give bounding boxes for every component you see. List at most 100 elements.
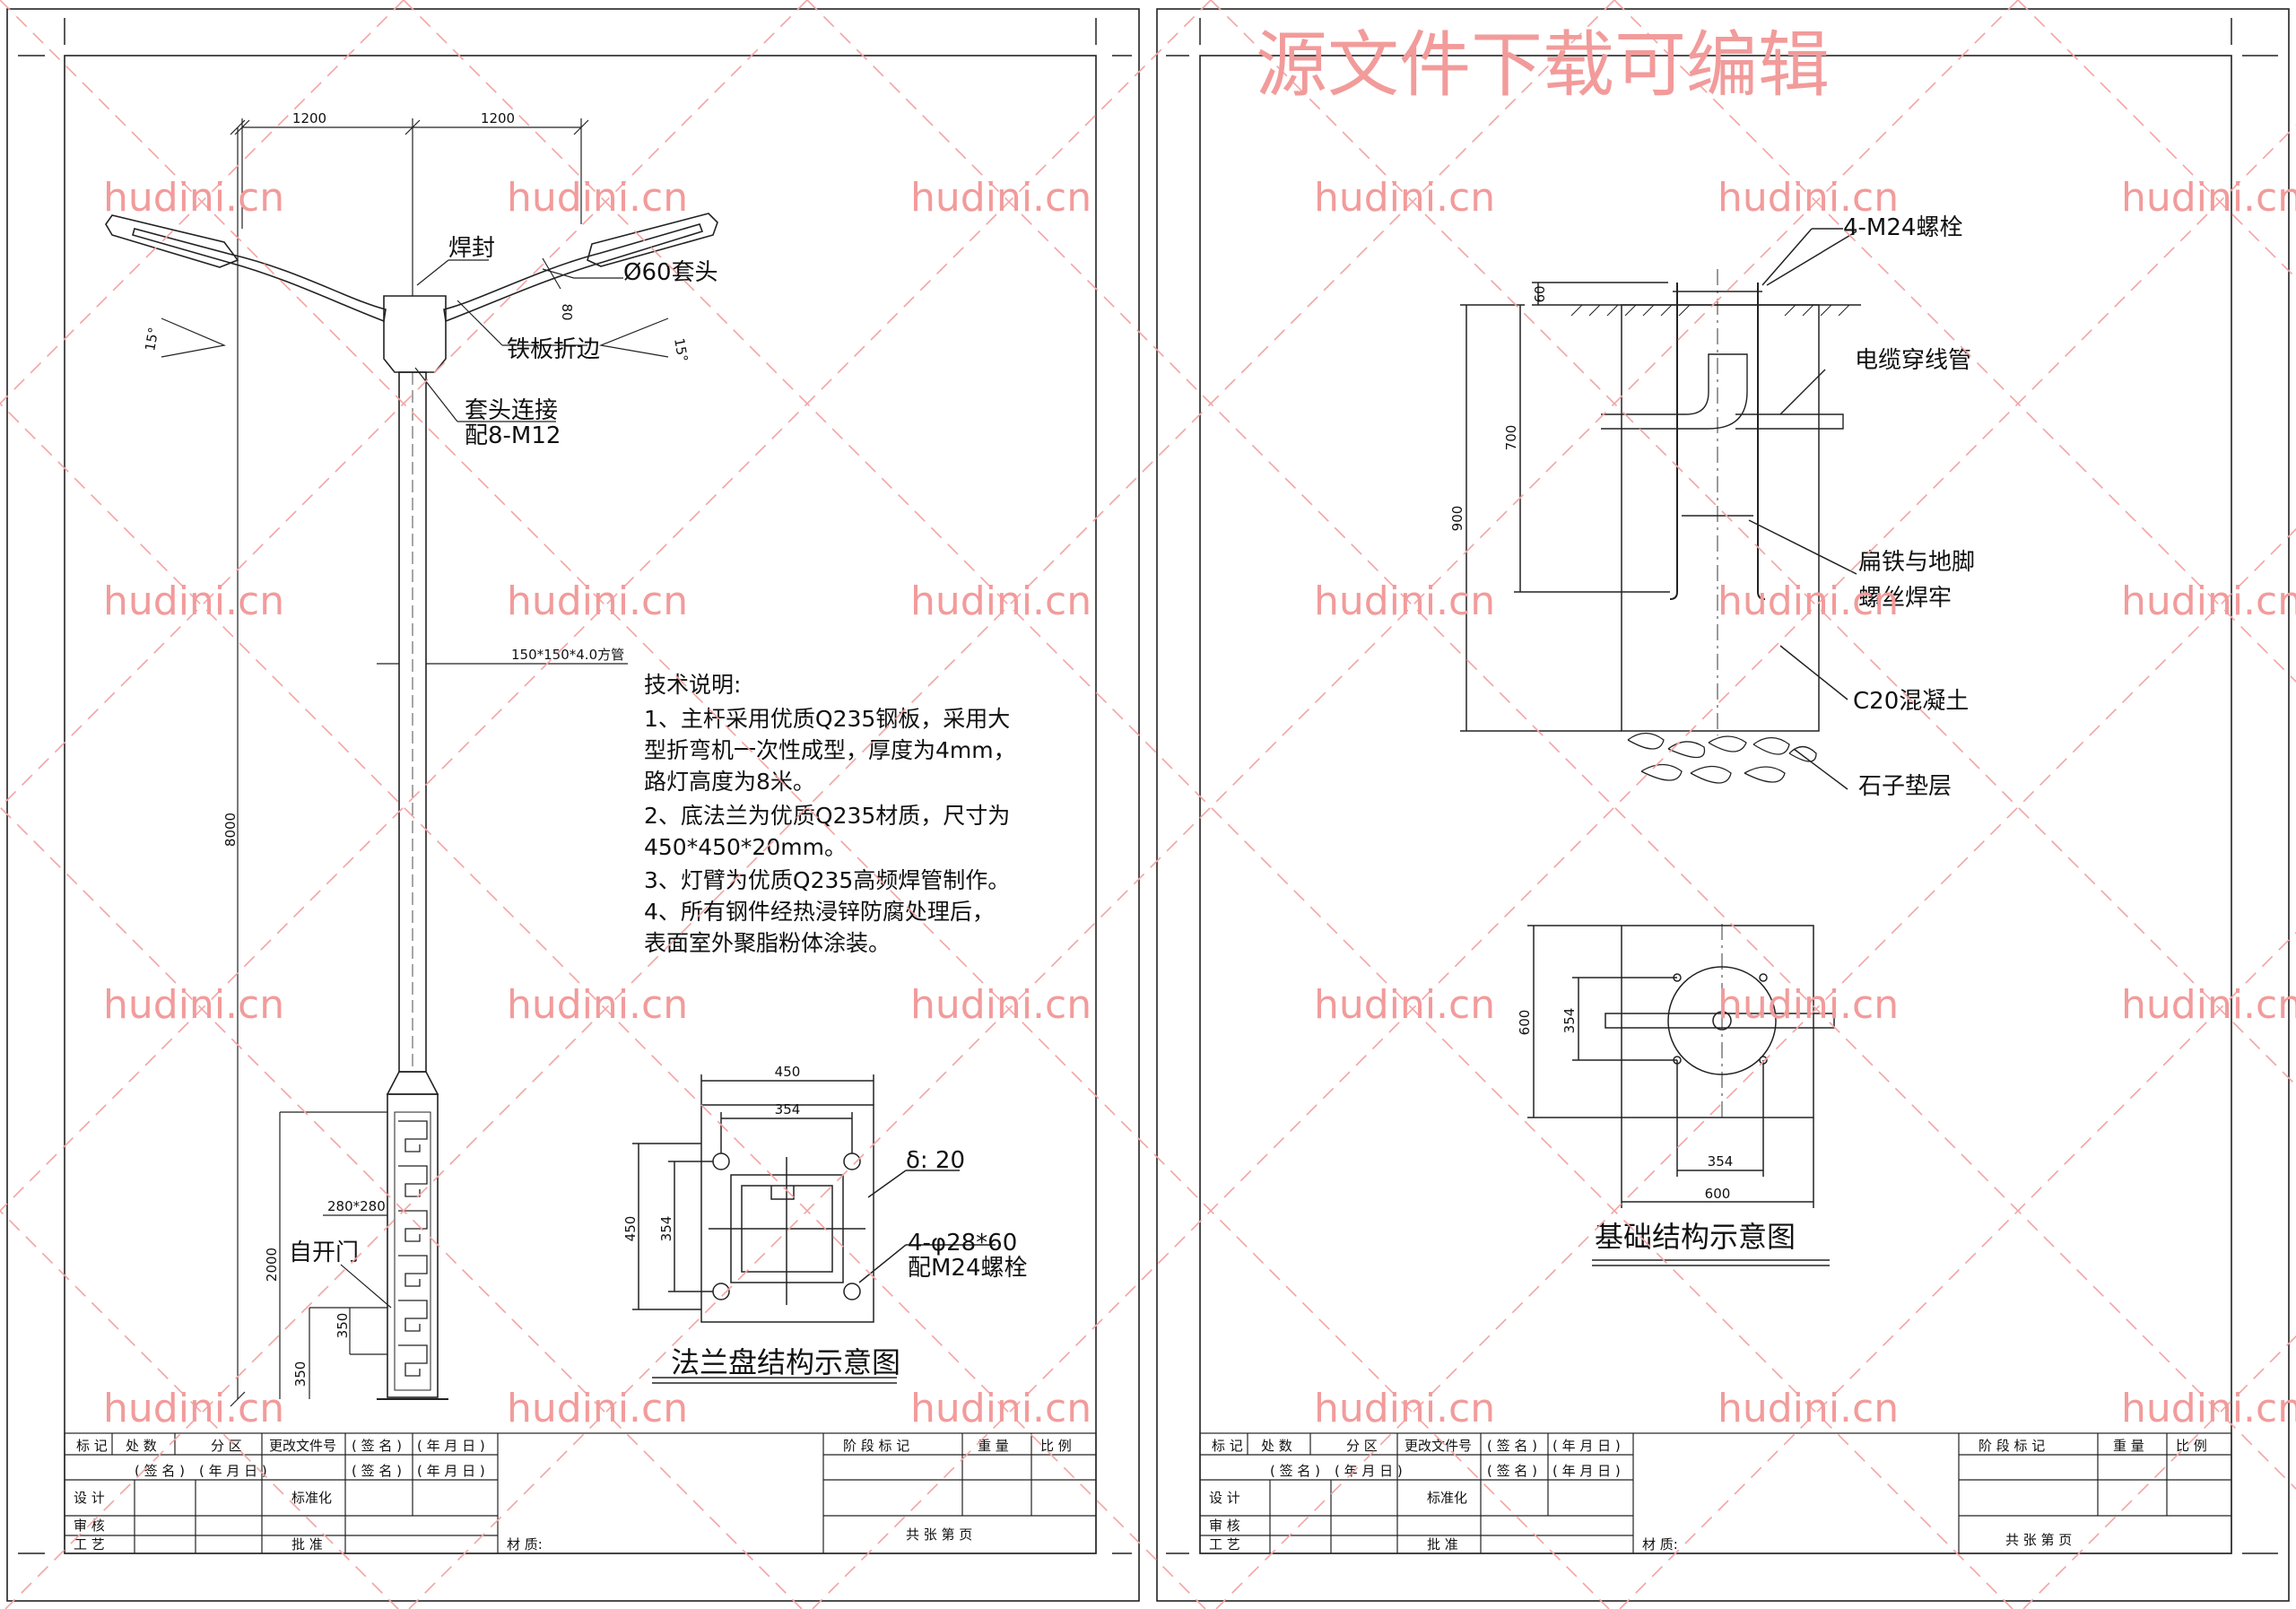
watermark-text: hudini.cn (910, 175, 1091, 221)
foundation-plan (1527, 924, 1835, 1266)
flange-hole (843, 1283, 861, 1300)
tb-count: 处 数 (126, 1438, 157, 1454)
dim-plan-h: 600 (1517, 1010, 1533, 1036)
flange-plate-diagram (632, 1074, 996, 1384)
label-weld: 焊封 (448, 235, 495, 262)
dim-door-offset: 350 (292, 1361, 309, 1387)
tb-zone: 分 区 (211, 1438, 242, 1454)
flange-labels: 450 354 450 354 δ: 20 4-φ28*60 配M24螺栓 法兰… (622, 1064, 1028, 1379)
tb-process: 工 艺 (1209, 1536, 1240, 1552)
watermark-line (2022, 1335, 2296, 1609)
tb-mark: 标 记 (76, 1438, 108, 1454)
dim-pole-height: 8000 (222, 813, 239, 847)
label-bolts: 配8-M12 (465, 422, 561, 449)
dim-plan-inner-h: 354 (1561, 1008, 1578, 1034)
tb-date: ( 年 月 日 ) (417, 1438, 485, 1454)
foundation-section (1460, 228, 1861, 790)
tb-sign: ( 签 名 ) (1487, 1463, 1537, 1479)
watermark-text: hudini.cn (1314, 175, 1495, 221)
pole-labels: 1200 1200 8000 2000 350 350 80 150*150*4… (142, 110, 718, 1387)
watermark-text: hudini.cn (1718, 578, 1899, 624)
tech-note-line: 450*450*20mm。 (644, 834, 847, 860)
foundation-labels: 60 700 900 4-M24螺栓 电缆穿线管 扁铁与地脚 螺丝焊牢 C20混… (1449, 214, 1975, 800)
tb-change-doc: 更改文件号 (269, 1438, 336, 1454)
tb-scale: 比 例 (2176, 1438, 2207, 1454)
dim-base-height: 2000 (264, 1248, 280, 1282)
tb-weight: 重 量 (978, 1438, 1009, 1454)
left-arm (132, 228, 387, 323)
watermark-line (408, 0, 2019, 1609)
plan-labels: 600 354 354 600 基础结构示意图 (1517, 1008, 1796, 1254)
watermark-line (0, 402, 1206, 1609)
flange-holes: 4-φ28*60 (908, 1230, 1017, 1257)
flange-holes-bolt: 配M24螺栓 (908, 1255, 1028, 1282)
label-weld-line2: 螺丝焊牢 (1858, 585, 1952, 612)
dim-arm-right: 1200 (481, 110, 515, 126)
pole-dimension-lines (161, 118, 669, 1407)
tech-note-line: 3、灯臂为优质Q235高频焊管制作。 (644, 867, 1010, 893)
watermark-text: hudini.cn (910, 1386, 1091, 1431)
right-sheet-outer-frame (1156, 8, 2290, 1602)
tb-design: 设 计 (74, 1490, 105, 1506)
tech-note-line: 4、所有钢件经热浸锌防腐处理后， (644, 899, 995, 925)
arm-junction (383, 295, 447, 373)
flange-dim-inner-h: 354 (658, 1216, 674, 1242)
tb-sign: ( 签 名 ) (1487, 1438, 1537, 1454)
tb-count: 处 数 (1261, 1438, 1292, 1454)
watermark-line (1613, 0, 2296, 683)
tech-note-line: 路灯高度为8米。 (644, 769, 815, 795)
watermark-text: hudini.cn (507, 578, 688, 624)
dim-square-tube: 150*150*4.0方管 (511, 647, 624, 663)
dim-top: 60 (1532, 285, 1548, 302)
tb-standardize: 标准化 (291, 1490, 332, 1506)
tb-approve: 批 准 (291, 1536, 323, 1552)
dim-door-height: 350 (335, 1313, 351, 1339)
tb-process: 工 艺 (74, 1536, 105, 1552)
tb-date: ( 年 月 日 ) (417, 1463, 485, 1479)
dim-arm-left: 1200 (292, 110, 326, 126)
title-block-right (1199, 1432, 2232, 1554)
angle-right: 15° (671, 337, 691, 363)
watermark-text: hudini.cn (2121, 1386, 2296, 1431)
watermark-texts: hudini.cn hudini.cn hudini.cn hudini.cn hudi… (103, 175, 2296, 1431)
label-sleeve-connect: 套头连接 (465, 397, 558, 424)
watermark-text: hudini.cn (507, 175, 688, 221)
watermark-text: hudini.cn (507, 1386, 688, 1431)
corner-marks (18, 18, 2278, 1554)
tb-standardize: 标准化 (1427, 1490, 1467, 1506)
pole-transition (386, 1071, 439, 1095)
tb-sheet: 共 张 第 页 (906, 1526, 972, 1543)
watermark-text: hudini.cn (2121, 578, 2296, 624)
tb-stage-mark: 阶 段 标 记 (1979, 1438, 2045, 1454)
tech-notes: 技术说明: 1、主杆采用优质Q235钢板，采用大 型折弯机一次性成型，厚度为4m… (644, 672, 1016, 956)
right-arm (443, 223, 704, 323)
flange-dim-inner-w: 354 (775, 1101, 801, 1118)
watermark-line (812, 124, 2296, 1609)
tb-material: 材 质: (1642, 1536, 1678, 1552)
watermark-text: hudini.cn (1314, 578, 1495, 624)
dim-arm-tube: 80 (559, 303, 575, 320)
watermark-text: hudini.cn (2121, 175, 2296, 221)
label-cable-pipe: 电缆穿线管 (1855, 347, 1971, 374)
flange-dim-outer-w: 450 (775, 1064, 801, 1080)
label-plate-fold: 铁板折边 (507, 336, 600, 363)
flange-dim-outer-h: 450 (622, 1216, 639, 1242)
gravel-layer (1627, 732, 1817, 784)
angle-left: 15° (142, 326, 161, 352)
right-sheet-inner-frame (1199, 55, 2232, 1554)
tb-date: ( 年 月 日 ) (1552, 1438, 1621, 1454)
left-sheet-outer-frame (6, 8, 1140, 1602)
tb-material: 材 质: (507, 1536, 543, 1552)
dim-plan-inner-w: 354 (1708, 1153, 1734, 1170)
tb-approve: 批 准 (1427, 1536, 1458, 1552)
plan-outline (1621, 925, 1814, 1118)
flange-hole (712, 1152, 730, 1170)
tech-note-line: 表面室外聚脂粉体涂装。 (644, 930, 891, 956)
foundation-title: 基础结构示意图 (1595, 1220, 1796, 1254)
tb-sheet: 共 张 第 页 (2005, 1532, 2072, 1548)
watermark-line (0, 0, 404, 405)
right-lamp-head (587, 213, 718, 267)
watermark-text: hudini.cn (1718, 175, 1899, 221)
watermark-text: hudini.cn (103, 982, 284, 1028)
